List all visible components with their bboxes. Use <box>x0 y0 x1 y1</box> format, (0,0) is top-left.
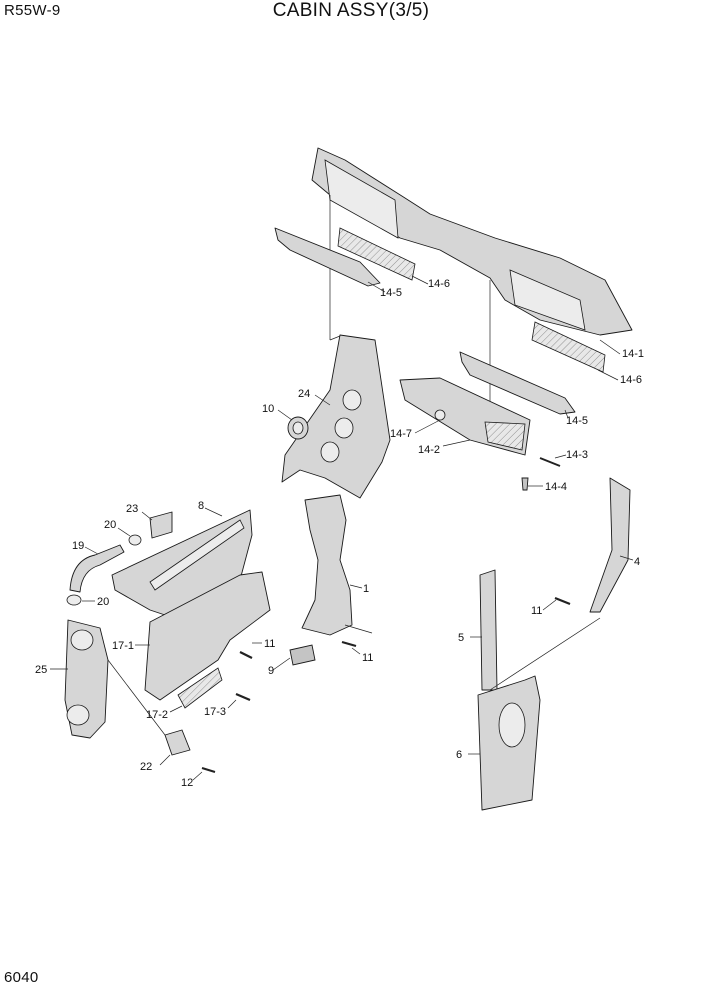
center-vent-panel <box>281 334 391 499</box>
pillar-trim <box>479 569 498 691</box>
side-trim-strip <box>589 477 631 613</box>
leader-lines <box>50 275 634 781</box>
duct-housing <box>64 619 109 739</box>
rear-panel <box>477 675 541 811</box>
ring-upper <box>128 534 142 546</box>
bolt-17-3 <box>235 692 251 702</box>
callout-labels: 14-5 14-6 14-1 14-6 14-5 14-3 14-4 14-7 … <box>35 278 644 789</box>
callout-25: 25 <box>35 664 47 676</box>
callout-1: 1 <box>363 583 369 595</box>
callout-6: 6 <box>456 749 462 761</box>
callout-4: 4 <box>634 556 640 568</box>
round-vent <box>287 416 309 440</box>
right-filter-and-tray <box>459 321 606 415</box>
bolt-11-center <box>341 640 357 648</box>
page-number: 6040 <box>4 969 39 986</box>
callout-14-7: 14-7 <box>390 428 412 440</box>
callout-12: 12 <box>181 777 193 789</box>
callout-24: 24 <box>298 388 310 400</box>
lower-side-panel <box>144 571 271 709</box>
callout-11-center: 11 <box>362 652 373 664</box>
ring-lower <box>66 594 82 606</box>
nozzle <box>149 511 173 539</box>
callout-22: 22 <box>140 761 152 773</box>
bolt-11-left <box>239 651 253 659</box>
switch-button <box>289 644 316 666</box>
callout-14-6-right: 14-6 <box>620 374 642 386</box>
callout-14-5-right: 14-5 <box>566 415 588 427</box>
callout-11-right: 11 <box>531 605 542 617</box>
glove-box <box>399 377 531 456</box>
screw-12 <box>201 767 216 773</box>
bracket <box>164 729 191 756</box>
callout-14-4: 14-4 <box>545 481 567 493</box>
callout-19: 19 <box>72 540 84 552</box>
callout-17-1: 17-1 <box>112 640 134 652</box>
page-title: CABIN ASSY(3/5) <box>272 0 430 21</box>
screw-14-3 <box>539 457 561 467</box>
callout-8: 8 <box>198 500 204 512</box>
callout-9: 9 <box>268 665 274 677</box>
callout-20-lower: 20 <box>97 596 109 608</box>
callout-14-6-left: 14-6 <box>428 278 450 290</box>
callout-23: 23 <box>126 503 138 515</box>
callout-14-1: 14-1 <box>622 348 644 360</box>
bolt-11-right <box>554 596 571 606</box>
callout-14-2: 14-2 <box>418 444 440 456</box>
callout-17-2: 17-2 <box>146 709 168 721</box>
callout-11-left: 11 <box>264 638 275 650</box>
left-tray <box>274 227 416 287</box>
clip-14-4 <box>521 477 529 491</box>
callout-5: 5 <box>458 632 464 644</box>
callout-10: 10 <box>262 403 274 415</box>
hose <box>69 544 125 593</box>
callout-20-upper: 20 <box>104 519 116 531</box>
callout-17-3: 17-3 <box>204 706 226 718</box>
upper-cross-panel <box>311 147 633 410</box>
air-duct <box>301 494 353 636</box>
callout-14-3: 14-3 <box>566 449 588 461</box>
callout-14-5-left: 14-5 <box>380 287 402 299</box>
model-code: R55W-9 <box>4 2 61 19</box>
